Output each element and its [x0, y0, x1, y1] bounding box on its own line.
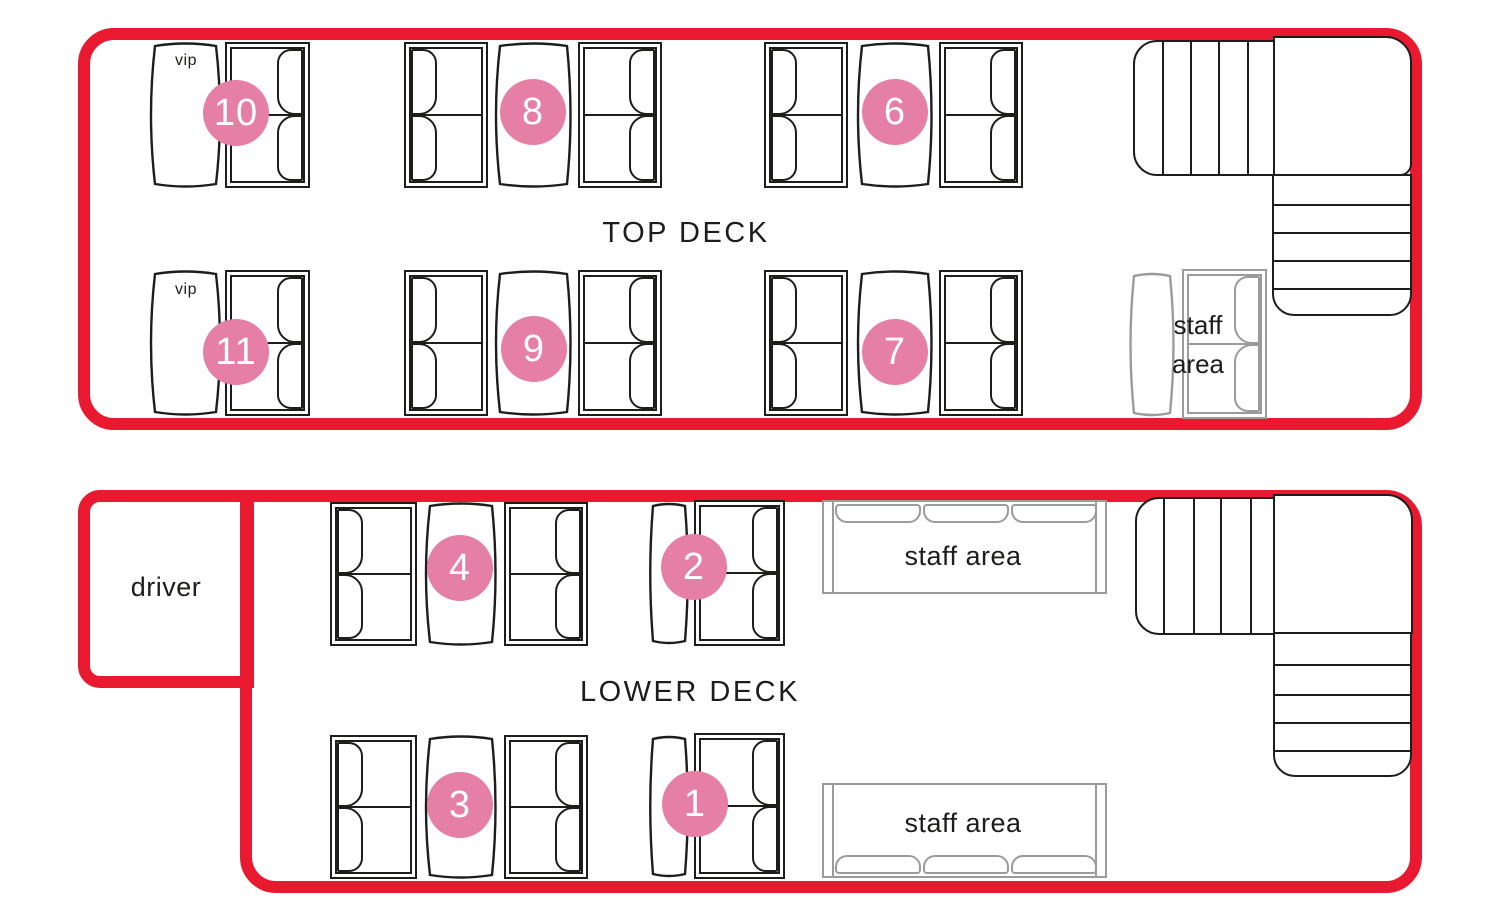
staff-bench	[822, 783, 1107, 878]
stairs-landing	[1273, 36, 1412, 176]
booth-seat	[330, 735, 417, 879]
table-number-badge: 6	[862, 79, 928, 145]
table-number-badge: 4	[427, 535, 493, 601]
booth-inner	[409, 275, 483, 411]
booth-inner	[944, 47, 1018, 183]
staff-area-label-line1: staff	[1173, 310, 1223, 340]
booth-seat	[504, 735, 588, 879]
booth-seat	[578, 270, 662, 416]
table-number-badge: 11	[203, 319, 269, 385]
booth-inner	[769, 47, 843, 183]
stairs-horizontal-run	[1133, 40, 1275, 176]
top-deck-outline	[78, 28, 1422, 430]
booth-seat	[939, 42, 1023, 188]
stairs-vertical-run	[1273, 632, 1412, 777]
booth-seat	[330, 502, 417, 646]
stairs-horizontal-run	[1135, 497, 1276, 635]
vip-label: vip	[175, 52, 197, 69]
booth-seat	[404, 270, 488, 416]
staff-area-label: staff area	[904, 541, 1022, 571]
booth-inner	[769, 275, 843, 411]
booth-seat	[764, 270, 848, 416]
staff-booth-seat	[1182, 269, 1267, 419]
lower-deck-title: LOWER DECK	[580, 676, 800, 708]
table-number-badge: 7	[862, 319, 928, 385]
booth-inner	[583, 275, 657, 411]
booth-inner	[335, 507, 412, 641]
staff-area-label-line2: area	[1171, 349, 1225, 379]
top-deck-title: TOP DECK	[602, 217, 770, 249]
booth-inner	[335, 740, 412, 874]
booth-inner	[509, 740, 583, 874]
vip-seat	[149, 270, 222, 416]
booth-seat	[764, 42, 848, 188]
booth-seat	[404, 42, 488, 188]
table-number-badge: 10	[203, 80, 269, 146]
stairs-vertical-run	[1272, 174, 1412, 316]
table-number-badge: 3	[427, 772, 493, 838]
booth-inner	[583, 47, 657, 183]
table-number-badge: 8	[500, 79, 566, 145]
booth-inner	[699, 738, 780, 874]
stairs-landing	[1273, 494, 1413, 634]
vip-seat	[149, 42, 222, 188]
vip-label: vip	[175, 281, 197, 298]
staff-bench	[822, 500, 1107, 594]
booth-seat	[578, 42, 662, 188]
booth-seat	[939, 270, 1023, 416]
booth-inner	[1187, 274, 1262, 414]
booth-inner	[944, 275, 1018, 411]
staff-seat	[1129, 272, 1175, 417]
table-number-badge: 2	[661, 534, 727, 600]
booth-inner	[509, 507, 583, 641]
table-number-badge: 9	[501, 316, 567, 382]
booth-seat	[504, 502, 588, 646]
staff-area-label: staff area	[1136, 306, 1260, 384]
table-number-badge: 1	[662, 771, 728, 837]
lower-deck-outline	[240, 490, 1422, 893]
staff-area-label: staff area	[904, 808, 1022, 838]
booth-inner	[409, 47, 483, 183]
driver-label: driver	[130, 572, 202, 602]
